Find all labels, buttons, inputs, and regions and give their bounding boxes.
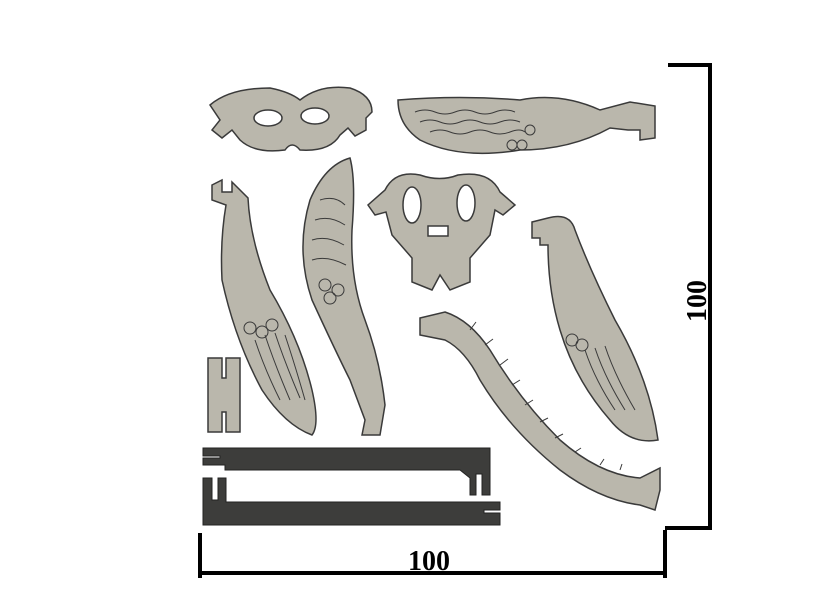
bar-piece-bottom	[202, 477, 501, 526]
connector-piece	[207, 357, 241, 433]
spine-piece	[419, 311, 661, 511]
skull-piece	[367, 173, 517, 291]
leg-piece-right	[531, 215, 659, 442]
height-dimension	[665, 63, 712, 530]
leg-piece-middle	[302, 157, 386, 436]
wing-bone-top	[397, 96, 656, 155]
bar-piece-top	[202, 447, 491, 496]
width-label: 100	[408, 546, 450, 577]
height-label: 100	[682, 280, 713, 322]
leg-piece-left	[211, 178, 317, 436]
mask-piece	[209, 86, 373, 152]
width-dimension	[198, 530, 667, 578]
